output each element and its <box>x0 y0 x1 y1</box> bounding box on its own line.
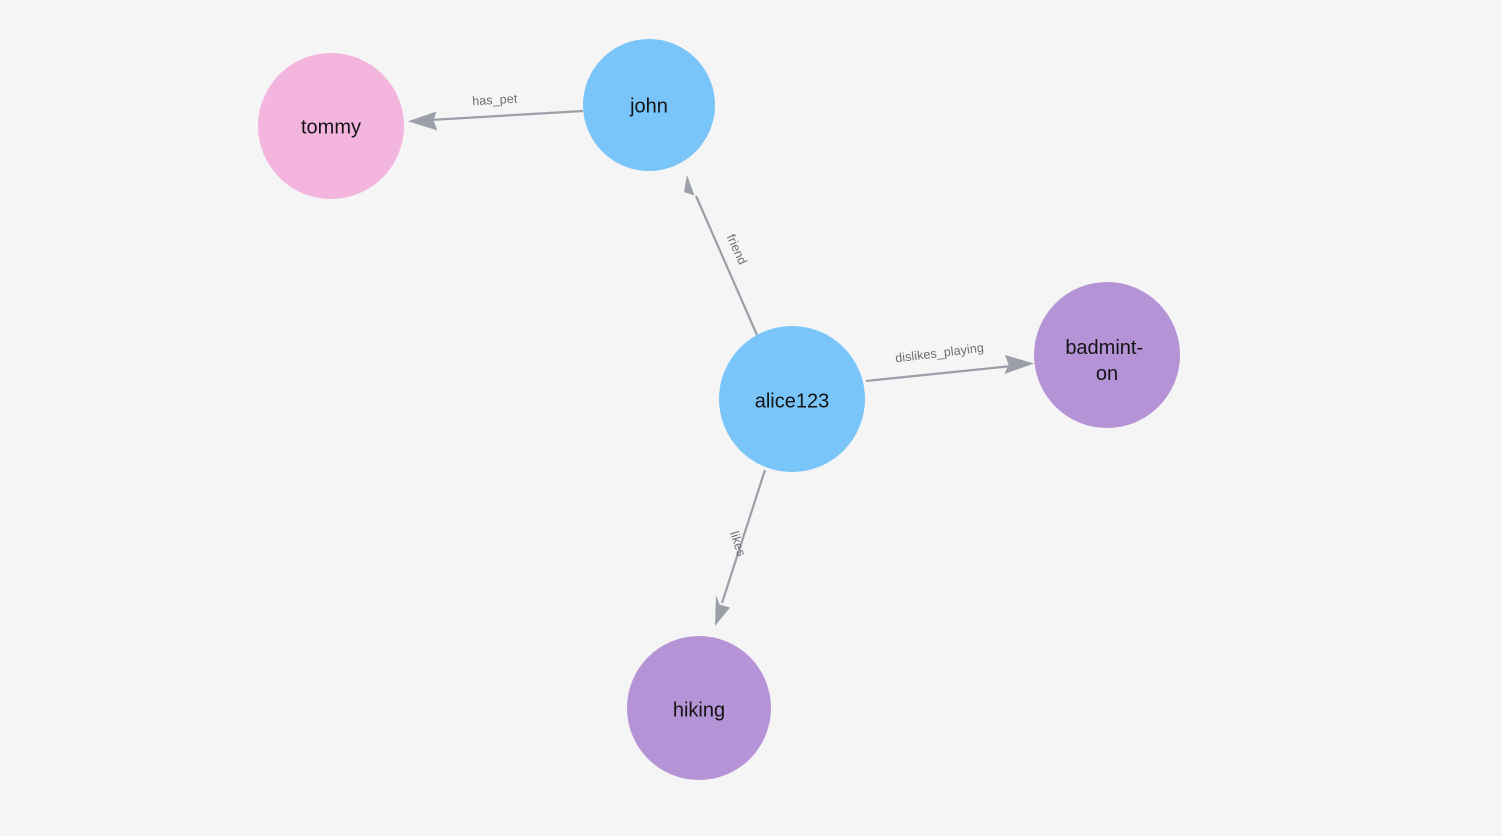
node-alice123[interactable]: alice123 <box>719 326 865 472</box>
edge-likes-arrowhead <box>715 595 730 626</box>
node-layer: tommy john alice123 badmint- on hiking <box>258 39 1180 780</box>
edge-has_pet-arrowhead <box>408 111 438 131</box>
edge-dislikes_playing-line[interactable] <box>865 364 1013 383</box>
edge-dislikes_playing[interactable]: dislikes_playing <box>865 341 1034 383</box>
edge-dislikes_playing-label: dislikes_playing <box>894 341 984 366</box>
node-tommy[interactable]: tommy <box>258 53 404 199</box>
node-john[interactable]: john <box>583 39 715 171</box>
edge-friend-label: friend <box>724 232 750 267</box>
edge-friend-arrowhead <box>684 175 698 205</box>
node-john-circle[interactable] <box>583 39 715 171</box>
edge-likes-line[interactable] <box>720 469 767 604</box>
node-hiking-circle[interactable] <box>627 636 771 780</box>
node-badminton-circle[interactable] <box>1034 282 1180 428</box>
edge-has_pet-label: has_pet <box>472 92 518 109</box>
edge-layer: has_pet friend dislikes_playing likes <box>408 92 1034 626</box>
node-hiking[interactable]: hiking <box>627 636 771 780</box>
edge-has_pet-line[interactable] <box>429 109 584 122</box>
edge-likes[interactable]: likes <box>715 469 767 626</box>
node-badminton[interactable]: badmint- on <box>1034 282 1180 428</box>
edge-dislikes_playing-arrowhead <box>1004 355 1034 374</box>
node-tommy-circle[interactable] <box>258 53 404 199</box>
node-alice123-circle[interactable] <box>719 326 865 472</box>
edge-friend[interactable]: friend <box>684 175 759 336</box>
edge-friend-line[interactable] <box>694 195 759 336</box>
edge-has_pet[interactable]: has_pet <box>408 92 584 131</box>
